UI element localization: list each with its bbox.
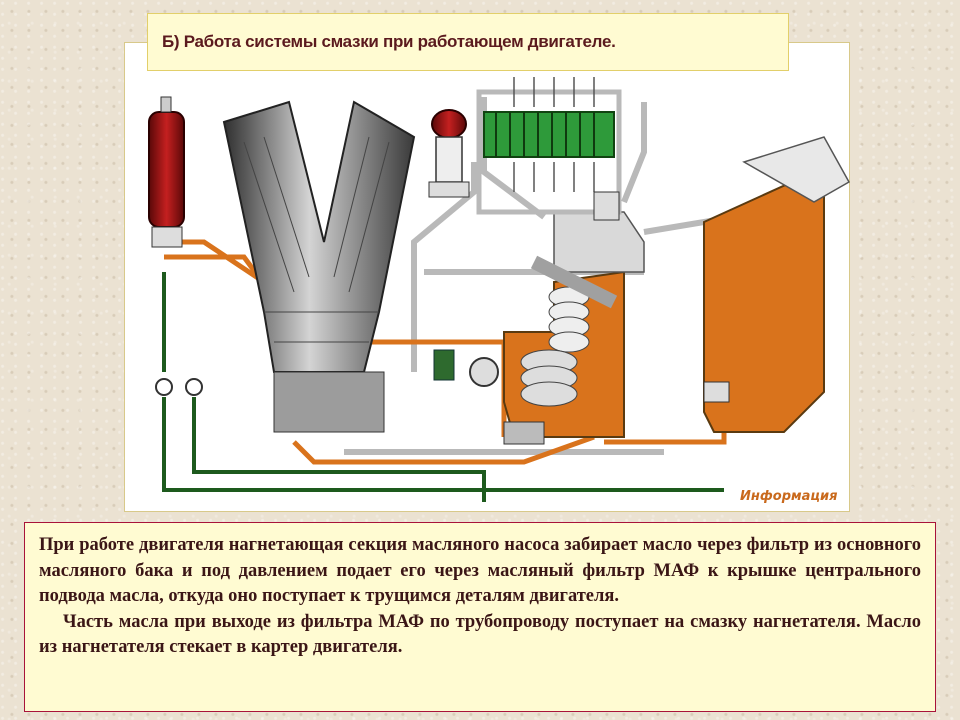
engine-block — [222, 100, 416, 433]
description-panel: При работе двигателя нагнетающая секция … — [24, 522, 936, 712]
pressure-gauges — [155, 378, 203, 396]
valve-parts — [433, 191, 730, 445]
watermark-text: Информация — [740, 489, 838, 504]
drain-pipes-green — [162, 272, 724, 502]
description-paragraph-2: Часть масла при выходе из фильтра МАФ по… — [39, 611, 921, 658]
lubrication-system-diagram: Информация — [148, 77, 850, 504]
oil-filter-maf — [428, 109, 470, 198]
description-paragraph-1: При работе двигателя нагнетающая секция … — [39, 535, 921, 607]
main-oil-tank — [703, 136, 850, 433]
oil-radiator — [476, 77, 622, 215]
oil-pump-assembly — [503, 211, 645, 438]
slide-title-box: Б) Работа системы смазки при работающем … — [147, 13, 789, 71]
slide-title: Б) Работа системы смазки при работающем … — [162, 32, 616, 51]
fuel-filter-left — [148, 96, 185, 248]
